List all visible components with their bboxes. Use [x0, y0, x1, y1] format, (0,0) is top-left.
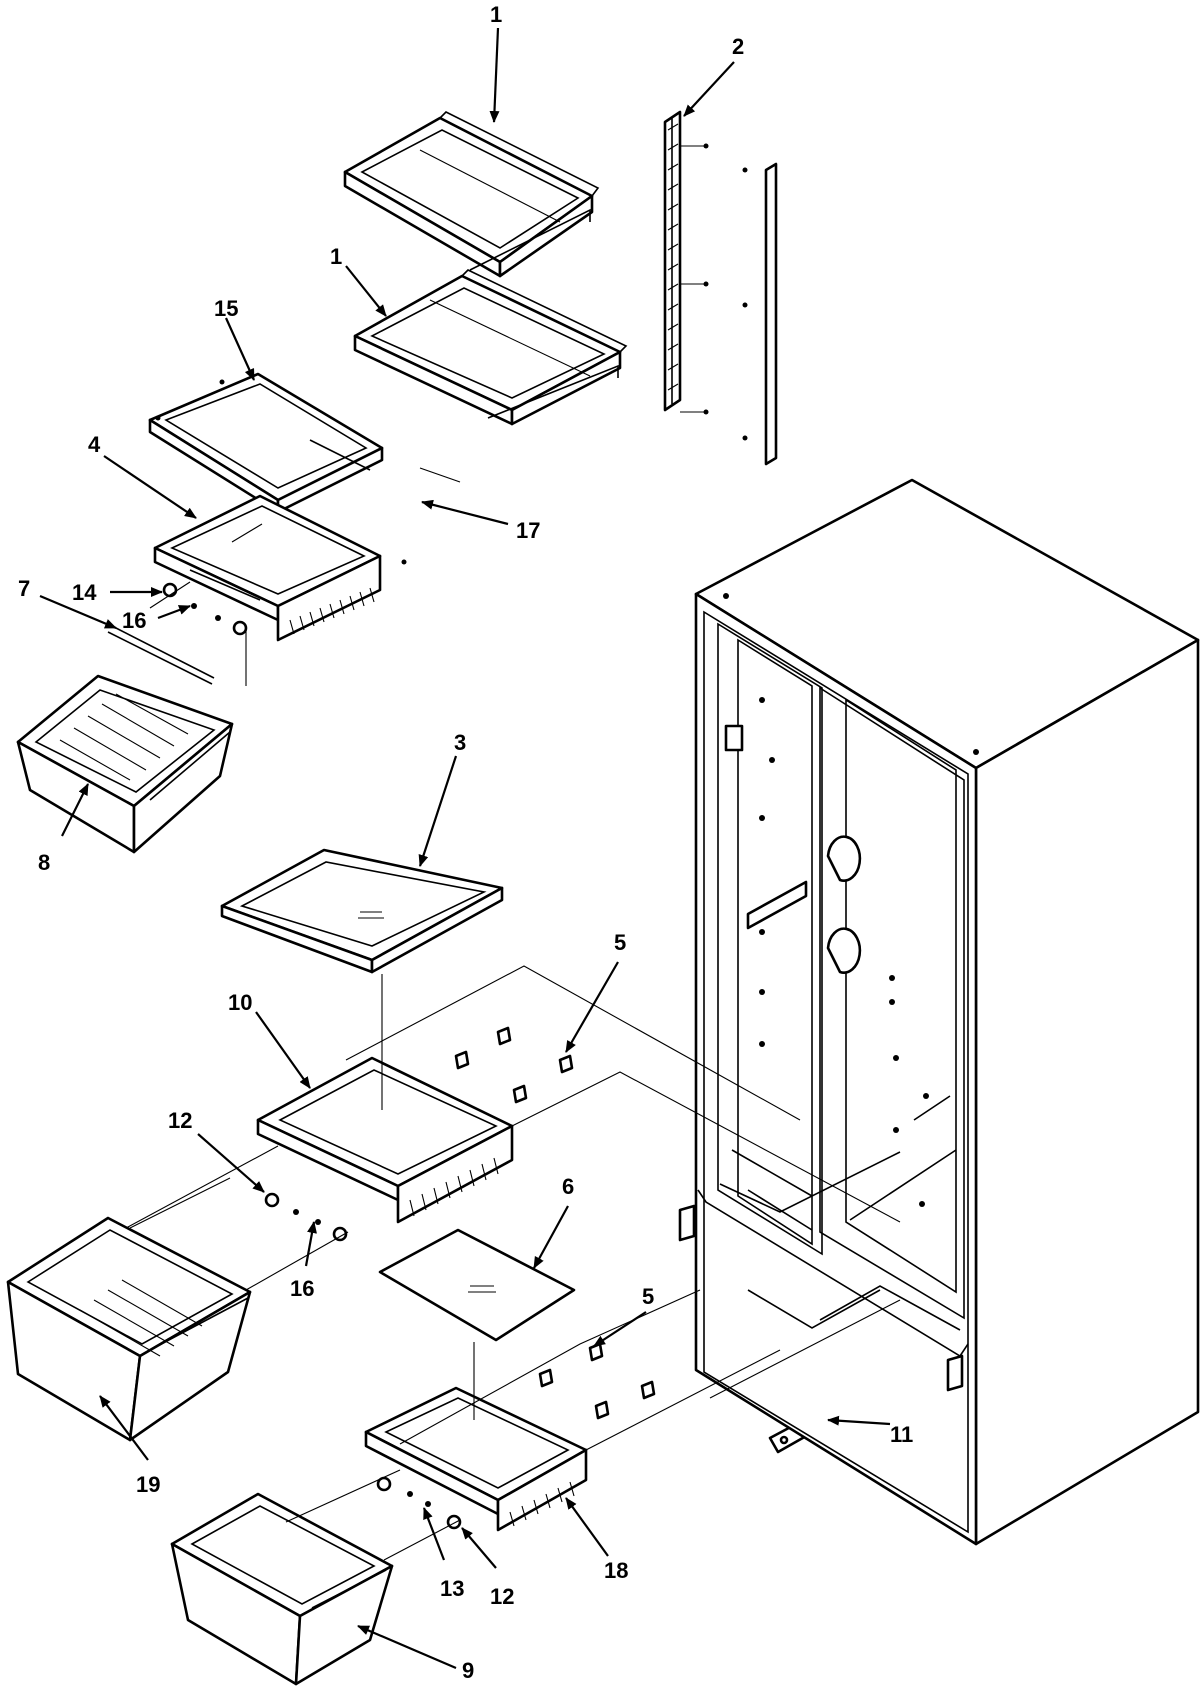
part-3-glass-shelf	[220, 848, 504, 974]
callout-16-lower: 16	[290, 1221, 317, 1301]
callout-18: 18	[565, 1497, 628, 1583]
part-14-roller	[162, 582, 178, 598]
callout-13: 13	[422, 1507, 464, 1601]
part-4-crisper-cover	[153, 494, 407, 642]
callout-14-label: 14	[72, 580, 97, 605]
part-1-upper-shelf	[343, 111, 600, 278]
callout-5-lower-label: 5	[642, 1284, 654, 1309]
callout-4: 4	[88, 432, 197, 519]
callout-19-label: 19	[136, 1472, 160, 1497]
callout-12-lower-label: 12	[490, 1584, 514, 1609]
callout-18-label: 18	[604, 1558, 628, 1583]
refrigerator-cabinet	[678, 478, 1200, 1546]
callout-3: 3	[418, 730, 466, 867]
part-6-glass-panel	[378, 1228, 576, 1342]
callout-16-upper-label: 16	[122, 608, 146, 633]
callout-14: 14	[72, 580, 163, 605]
callout-10-label: 10	[228, 990, 252, 1015]
part-7-rod	[107, 625, 215, 685]
callout-7: 7	[18, 576, 117, 630]
callout-17: 17	[421, 499, 540, 543]
callout-11: 11	[827, 1415, 913, 1447]
callout-5-upper: 5	[565, 930, 626, 1053]
part-19-crisper-drawer	[6, 1216, 252, 1442]
callout-19: 19	[99, 1395, 160, 1497]
callout-12-upper: 12	[168, 1108, 265, 1193]
callout-8-label: 8	[38, 850, 50, 875]
callout-15-label: 15	[214, 296, 238, 321]
callout-2: 2	[683, 34, 744, 117]
callout-1-lower-label: 1	[330, 244, 342, 269]
part-9-crisper-drawer	[170, 1492, 394, 1686]
part-1-lower-shelf	[353, 269, 628, 426]
callout-1-upper-label: 1	[490, 2, 502, 27]
callout-1-upper: 1	[489, 2, 502, 123]
part-8-crisper-drawer	[16, 674, 234, 854]
callout-1-lower: 1	[330, 244, 387, 317]
callout-11-label: 11	[890, 1422, 913, 1447]
part-15-shelf	[148, 372, 384, 514]
callout-16-lower-label: 16	[290, 1276, 314, 1301]
callout-10: 10	[228, 990, 311, 1089]
part-12-roller-upper	[264, 1192, 348, 1242]
callout-2-label: 2	[732, 34, 744, 59]
callout-12-lower: 12	[461, 1527, 514, 1609]
part-18-crisper-cover	[364, 1386, 588, 1532]
part-13-screw	[376, 1476, 462, 1530]
callout-6: 6	[533, 1174, 574, 1269]
part-10-crisper-cover	[256, 1056, 514, 1224]
assembly-guide-lines	[125, 467, 901, 1561]
callout-4-label: 4	[88, 432, 101, 457]
callout-7-label: 7	[18, 576, 30, 601]
callout-17-label: 17	[516, 518, 540, 543]
callout-5-upper-label: 5	[614, 930, 626, 955]
callout-16-upper: 16	[122, 604, 191, 633]
callout-9: 9	[357, 1624, 474, 1683]
callout-3-label: 3	[454, 730, 466, 755]
callout-9-label: 9	[462, 1658, 474, 1683]
callout-12-upper-label: 12	[168, 1108, 192, 1133]
callout-5-lower: 5	[593, 1284, 654, 1347]
callout-8: 8	[38, 783, 89, 875]
fasteners-5	[454, 1026, 656, 1420]
callout-15: 15	[214, 296, 256, 381]
part-2-rails	[663, 110, 778, 466]
callout-6-label: 6	[562, 1174, 574, 1199]
part-16-screw-upper	[191, 603, 248, 636]
callout-13-label: 13	[440, 1576, 464, 1601]
